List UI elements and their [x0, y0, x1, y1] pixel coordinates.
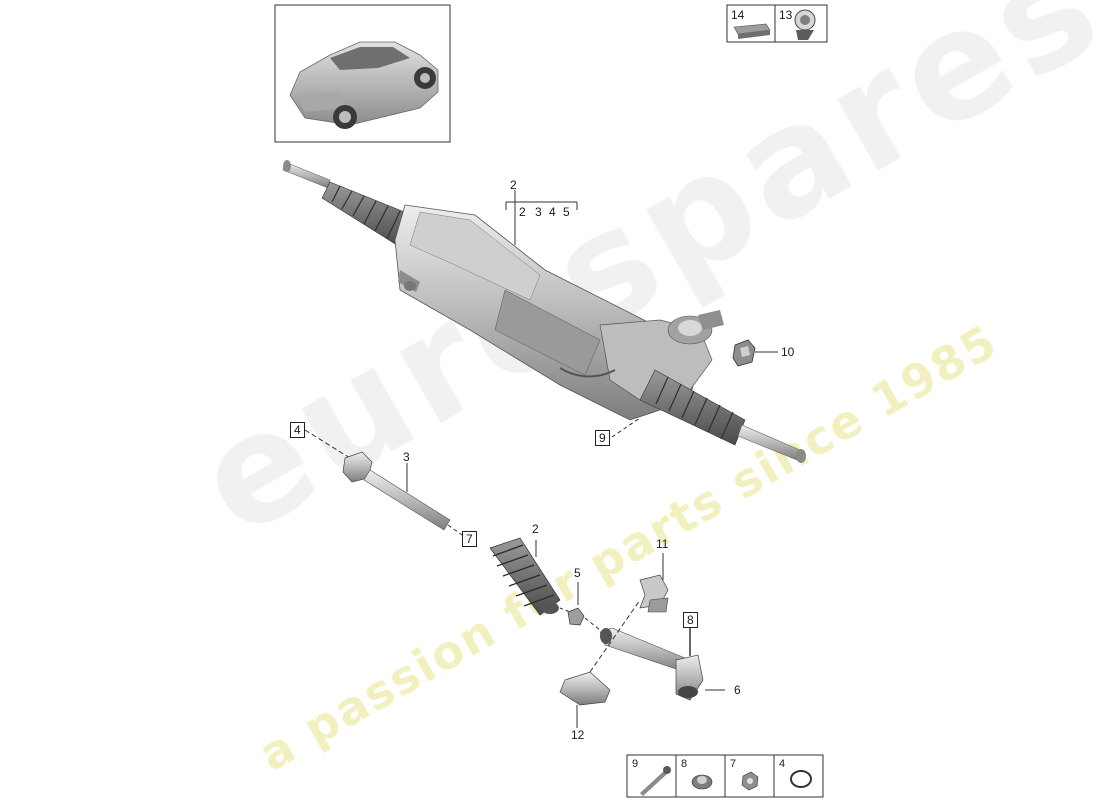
callout-6: 6: [734, 683, 741, 697]
steering-rack-assembly: [282, 160, 806, 463]
vehicle-thumbnail: [274, 4, 451, 143]
clip-part: [567, 582, 585, 626]
callout-boxed-8: 8: [683, 612, 698, 628]
header-legend-box: [726, 4, 828, 43]
header-legend-number-14: 14: [731, 8, 745, 22]
callout-10: 10: [781, 345, 795, 359]
tie-rod-part: [304, 429, 463, 536]
callout-boxed-4: 4: [290, 422, 305, 438]
bolt-icon: [640, 766, 671, 796]
bellows-part: [489, 537, 571, 616]
tie-rod-end-part: [584, 617, 725, 701]
group-member-5: 5: [563, 205, 570, 219]
callout-boxed-7: 7: [462, 531, 477, 547]
hex-nut-icon: [741, 771, 759, 791]
bottom-legend-number-4: 4: [779, 758, 786, 770]
bottom-legend-number-7: 7: [730, 758, 737, 770]
group-bracket: [505, 190, 578, 245]
sensor-gauge-icon: [794, 9, 816, 40]
leader-line-9: [611, 417, 641, 438]
bracket-nut-part: [732, 339, 778, 367]
bottom-legend-box: [626, 754, 824, 798]
callout-12: 12: [571, 728, 585, 742]
grease-pack-icon: [733, 23, 771, 39]
o-ring-icon: [790, 770, 812, 788]
group-member-3: 3: [535, 205, 542, 219]
callout-2-bellows: 2: [532, 522, 539, 536]
callout-group-2: 2: [510, 178, 517, 192]
group-member-4: 4: [549, 205, 556, 219]
flange-nut-icon: [691, 774, 713, 790]
group-member-2: 2: [519, 205, 526, 219]
callout-5: 5: [574, 566, 581, 580]
heat-shield-part: [559, 599, 641, 728]
mounting-bracket-part: [639, 553, 669, 613]
header-legend-number-13: 13: [779, 8, 793, 22]
callout-boxed-9: 9: [595, 430, 610, 446]
bottom-legend-number-8: 8: [681, 758, 688, 770]
callout-3: 3: [403, 450, 410, 464]
callout-11: 11: [656, 537, 669, 551]
bottom-legend-number-9: 9: [632, 758, 639, 770]
